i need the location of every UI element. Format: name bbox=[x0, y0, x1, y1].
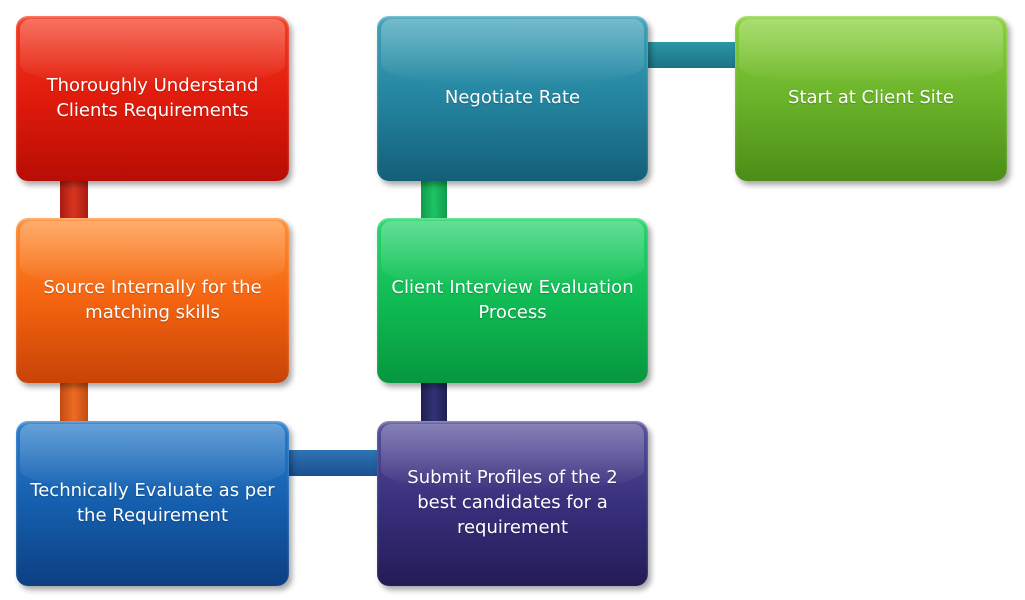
connector-interview-to-negotiate bbox=[421, 178, 447, 222]
step-submit-profiles: Submit Profiles of the 2 best candidates… bbox=[377, 421, 648, 586]
connector-source-to-evaluate bbox=[60, 380, 88, 424]
step-label: Submit Profiles of the 2 best candidates… bbox=[407, 467, 618, 538]
step-label: Source Internally for the matching skill… bbox=[43, 276, 262, 323]
connector-negotiate-to-start bbox=[645, 42, 739, 68]
step-label: Client Interview Evaluation Process bbox=[391, 276, 634, 323]
step-label: Start at Client Site bbox=[788, 87, 954, 109]
step-label: Technically Evaluate as per the Requirem… bbox=[30, 479, 275, 526]
step-client-interview: Client Interview Evaluation Process bbox=[377, 218, 648, 383]
connector-submit-to-interview bbox=[421, 380, 447, 424]
step-technically-evaluate: Technically Evaluate as per the Requirem… bbox=[16, 421, 289, 586]
connector-understand-to-source bbox=[60, 178, 88, 222]
connector-evaluate-to-submit bbox=[286, 450, 380, 476]
step-start-at-client-site: Start at Client Site bbox=[735, 16, 1007, 181]
step-source-internally: Source Internally for the matching skill… bbox=[16, 218, 289, 383]
step-negotiate-rate: Negotiate Rate bbox=[377, 16, 648, 181]
step-understand-requirements: Thoroughly Understand Clients Requiremen… bbox=[16, 16, 289, 181]
step-label: Thoroughly Understand Clients Requiremen… bbox=[46, 74, 259, 121]
step-label: Negotiate Rate bbox=[444, 87, 581, 109]
